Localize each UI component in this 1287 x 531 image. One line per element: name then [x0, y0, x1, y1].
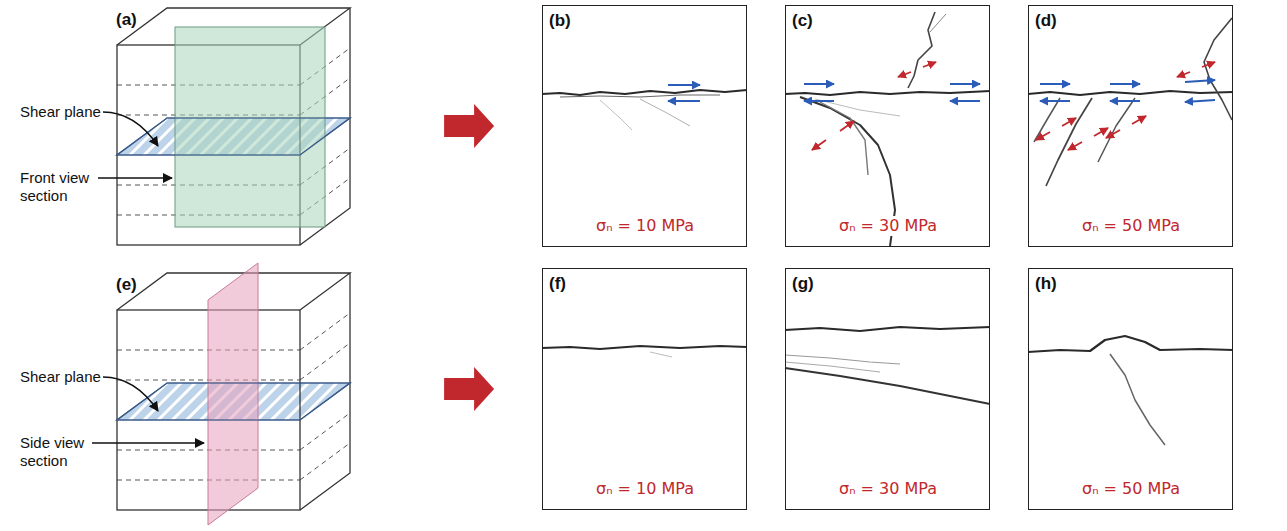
opening-arrow — [1177, 72, 1190, 77]
opening-arrow — [812, 140, 826, 150]
panel-letter: (b) — [549, 11, 571, 31]
panel-letter: (e) — [116, 275, 137, 295]
image-panel: (h) σₙ = 50 MPa — [1028, 268, 1233, 510]
crack — [1028, 91, 1233, 95]
part-label: Shear plane — [20, 103, 110, 121]
opening-arrow — [898, 72, 911, 77]
front-section-plane — [175, 27, 325, 227]
opening-arrow — [1106, 130, 1120, 138]
crack — [820, 102, 868, 175]
crack — [930, 14, 946, 32]
block-arrow — [444, 367, 494, 411]
side-section-plane — [208, 263, 258, 525]
stress-label: σₙ = 50 MPa — [1079, 216, 1183, 236]
leader-arrow — [92, 442, 204, 444]
image-panel: (b) σₙ = 10 MPa — [542, 5, 747, 247]
crack — [1034, 98, 1060, 142]
leader-arrow — [103, 377, 158, 411]
crack — [600, 100, 632, 130]
crack — [1110, 354, 1165, 445]
crack — [1028, 336, 1233, 352]
opening-arrow — [812, 62, 1215, 150]
shear-arrow — [1110, 83, 1140, 85]
shear-arrow — [950, 100, 980, 102]
opening-arrow — [1094, 128, 1108, 136]
crack — [640, 99, 690, 126]
shear-plane-edge — [117, 383, 350, 420]
crack — [908, 12, 935, 88]
panel-letter: (g) — [792, 274, 814, 294]
cube-sketch: (a) — [110, 5, 355, 247]
crack — [542, 12, 1233, 445]
shear-arrow — [1185, 100, 1215, 102]
shear-arrow — [950, 83, 980, 85]
opening-arrow — [1036, 132, 1050, 140]
crack — [560, 95, 720, 97]
shear-arrow — [804, 83, 834, 85]
shear-arrow — [804, 100, 834, 102]
panel-letter: (d) — [1035, 11, 1057, 31]
shear-arrow — [1040, 83, 1070, 85]
panel-letter: (a) — [116, 10, 137, 30]
leader-arrow — [98, 177, 172, 179]
crack — [542, 90, 747, 95]
stress-label: σₙ = 50 MPa — [1079, 479, 1183, 499]
opening-arrow — [1202, 62, 1215, 67]
image-panel: (d) σₙ = 50 MPa — [1028, 5, 1233, 247]
shear-plane-edge — [117, 118, 350, 155]
opening-arrow — [1062, 118, 1076, 126]
image-panel: (f) σₙ = 10 MPa — [542, 268, 747, 510]
stress-label: σₙ = 30 MPa — [836, 479, 940, 499]
crack — [542, 346, 747, 349]
stress-label: σₙ = 10 MPa — [593, 216, 697, 236]
stress-label: σₙ = 30 MPa — [836, 216, 940, 236]
panel-letter: (f) — [549, 274, 566, 294]
opening-arrow — [1132, 116, 1146, 124]
crack — [1204, 18, 1232, 120]
crack — [785, 368, 990, 404]
stress-label: σₙ = 10 MPa — [593, 479, 697, 499]
crack — [785, 355, 900, 364]
leader-arrow — [92, 112, 204, 443]
shear-arrow — [668, 84, 700, 86]
opening-arrow — [923, 62, 936, 67]
shear-arrow — [1185, 80, 1215, 82]
rock-cube — [117, 8, 350, 245]
part-label: Shear plane — [20, 368, 110, 386]
shear-arrow — [1040, 100, 1070, 102]
shear-arrow — [668, 100, 700, 102]
shear-arrow — [668, 80, 1215, 102]
shear-arrow — [1110, 100, 1140, 102]
panel-letter: (c) — [792, 11, 813, 31]
leader-arrow — [103, 112, 158, 146]
crack — [650, 352, 672, 357]
part-label: Side view section — [20, 434, 92, 470]
panel-letter: (h) — [1035, 274, 1057, 294]
crack — [1046, 98, 1092, 186]
opening-arrow — [1068, 142, 1082, 150]
cube-sketch: (e) — [110, 270, 355, 512]
image-panel: (g) σₙ = 30 MPa — [785, 268, 990, 510]
block-arrow — [444, 104, 494, 148]
crack — [785, 91, 990, 95]
part-label: Front view section — [20, 169, 100, 205]
image-panel: (c) σₙ = 30 MPa — [785, 5, 990, 247]
crack — [785, 327, 990, 331]
opening-arrow — [840, 121, 854, 131]
